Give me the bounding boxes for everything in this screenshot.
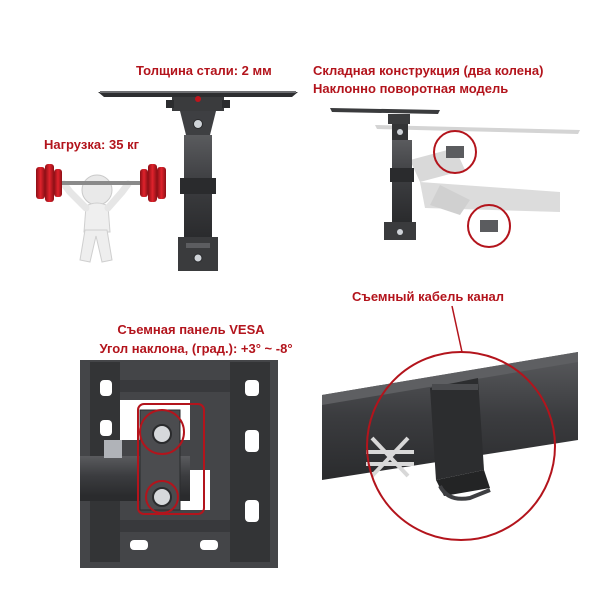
tilt-angle-label: Угол наклона, (град.): +3° ~ -8° [99,341,293,356]
cable-channel-label: Съемный кабель канал [352,289,505,304]
vesa-panel-closeup [80,360,278,568]
vesa-panel-label: Съемная панель VESA [117,322,265,337]
ceiling-mount-front-view [98,91,298,271]
load-label: Нагрузка: 35 кг [44,137,139,152]
steel-thickness-label: Толщина стали: 2 мм [136,63,272,78]
weightlifter-figure-icon [36,164,166,263]
folding-mount-side-view [330,108,580,248]
tilt-swivel-label: Наклонно поворотная модель [313,81,509,96]
cable-channel-closeup [322,305,578,541]
folding-construction-label: Складная конструкция (два колена) [313,63,544,78]
hash-cross-logo-icon [366,436,414,478]
